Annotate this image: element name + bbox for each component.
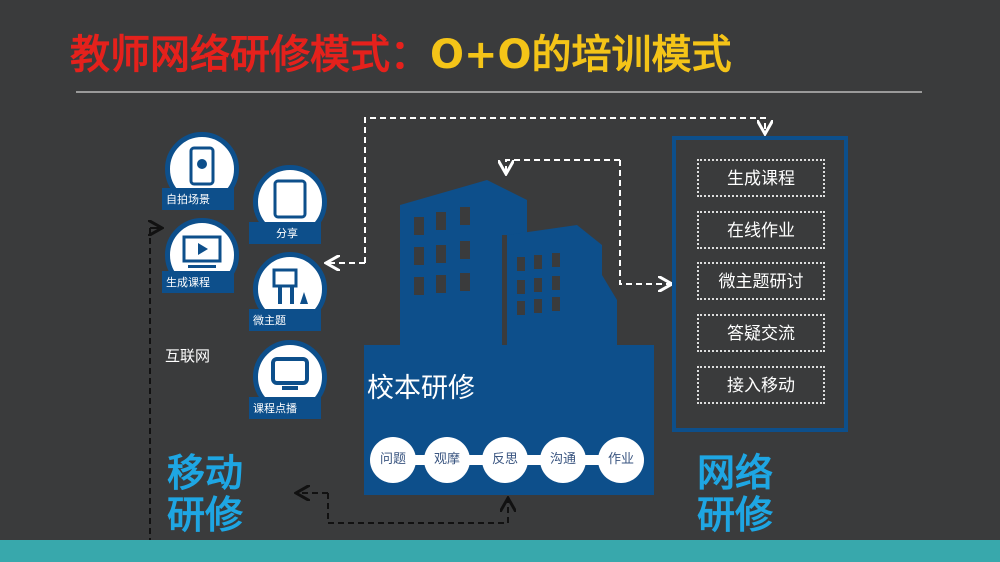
online-item: 微主题研讨 — [697, 262, 825, 300]
title-divider — [76, 91, 922, 93]
online-panel — [672, 136, 848, 432]
internet-item-label: 微主题 — [249, 309, 321, 331]
step-circle: 观摩 — [424, 437, 470, 483]
step-circle: 反思 — [482, 437, 528, 483]
online-item: 在线作业 — [697, 211, 825, 249]
label-line: 移动 — [167, 451, 244, 495]
mobile-training-label: 移动研修 — [167, 452, 243, 536]
online-item: 生成课程 — [697, 159, 825, 197]
step-circle: 作业 — [598, 437, 644, 483]
internet-item-label: 生成课程 — [162, 271, 234, 293]
online-item: 接入移动 — [697, 366, 825, 404]
online-item: 答疑交流 — [697, 314, 825, 352]
arrow-mobile-school — [327, 493, 508, 524]
internet-label: 互联网 — [165, 347, 211, 365]
school-training-title: 校本研修 — [367, 373, 475, 404]
network-training-label: 网络研修 — [697, 452, 773, 536]
page-title: 教师网络研修模式：O+O的培训模式 — [70, 31, 732, 78]
arrow-to-online — [619, 160, 670, 284]
step-circle: 沟通 — [540, 437, 586, 483]
internet-item-label: 自拍场景 — [162, 188, 234, 210]
building-icon — [400, 180, 617, 350]
label-line: 研修 — [167, 493, 244, 537]
label-line: 研修 — [697, 493, 774, 537]
arrow-to-school — [506, 159, 620, 172]
label-line: 网络 — [697, 451, 774, 495]
internet-item-label: 课程点播 — [249, 397, 321, 419]
step-circle: 问题 — [370, 437, 416, 483]
footer-bar — [0, 540, 1000, 562]
arrow-top — [364, 117, 765, 263]
internet-item-label: 分享 — [249, 222, 321, 244]
